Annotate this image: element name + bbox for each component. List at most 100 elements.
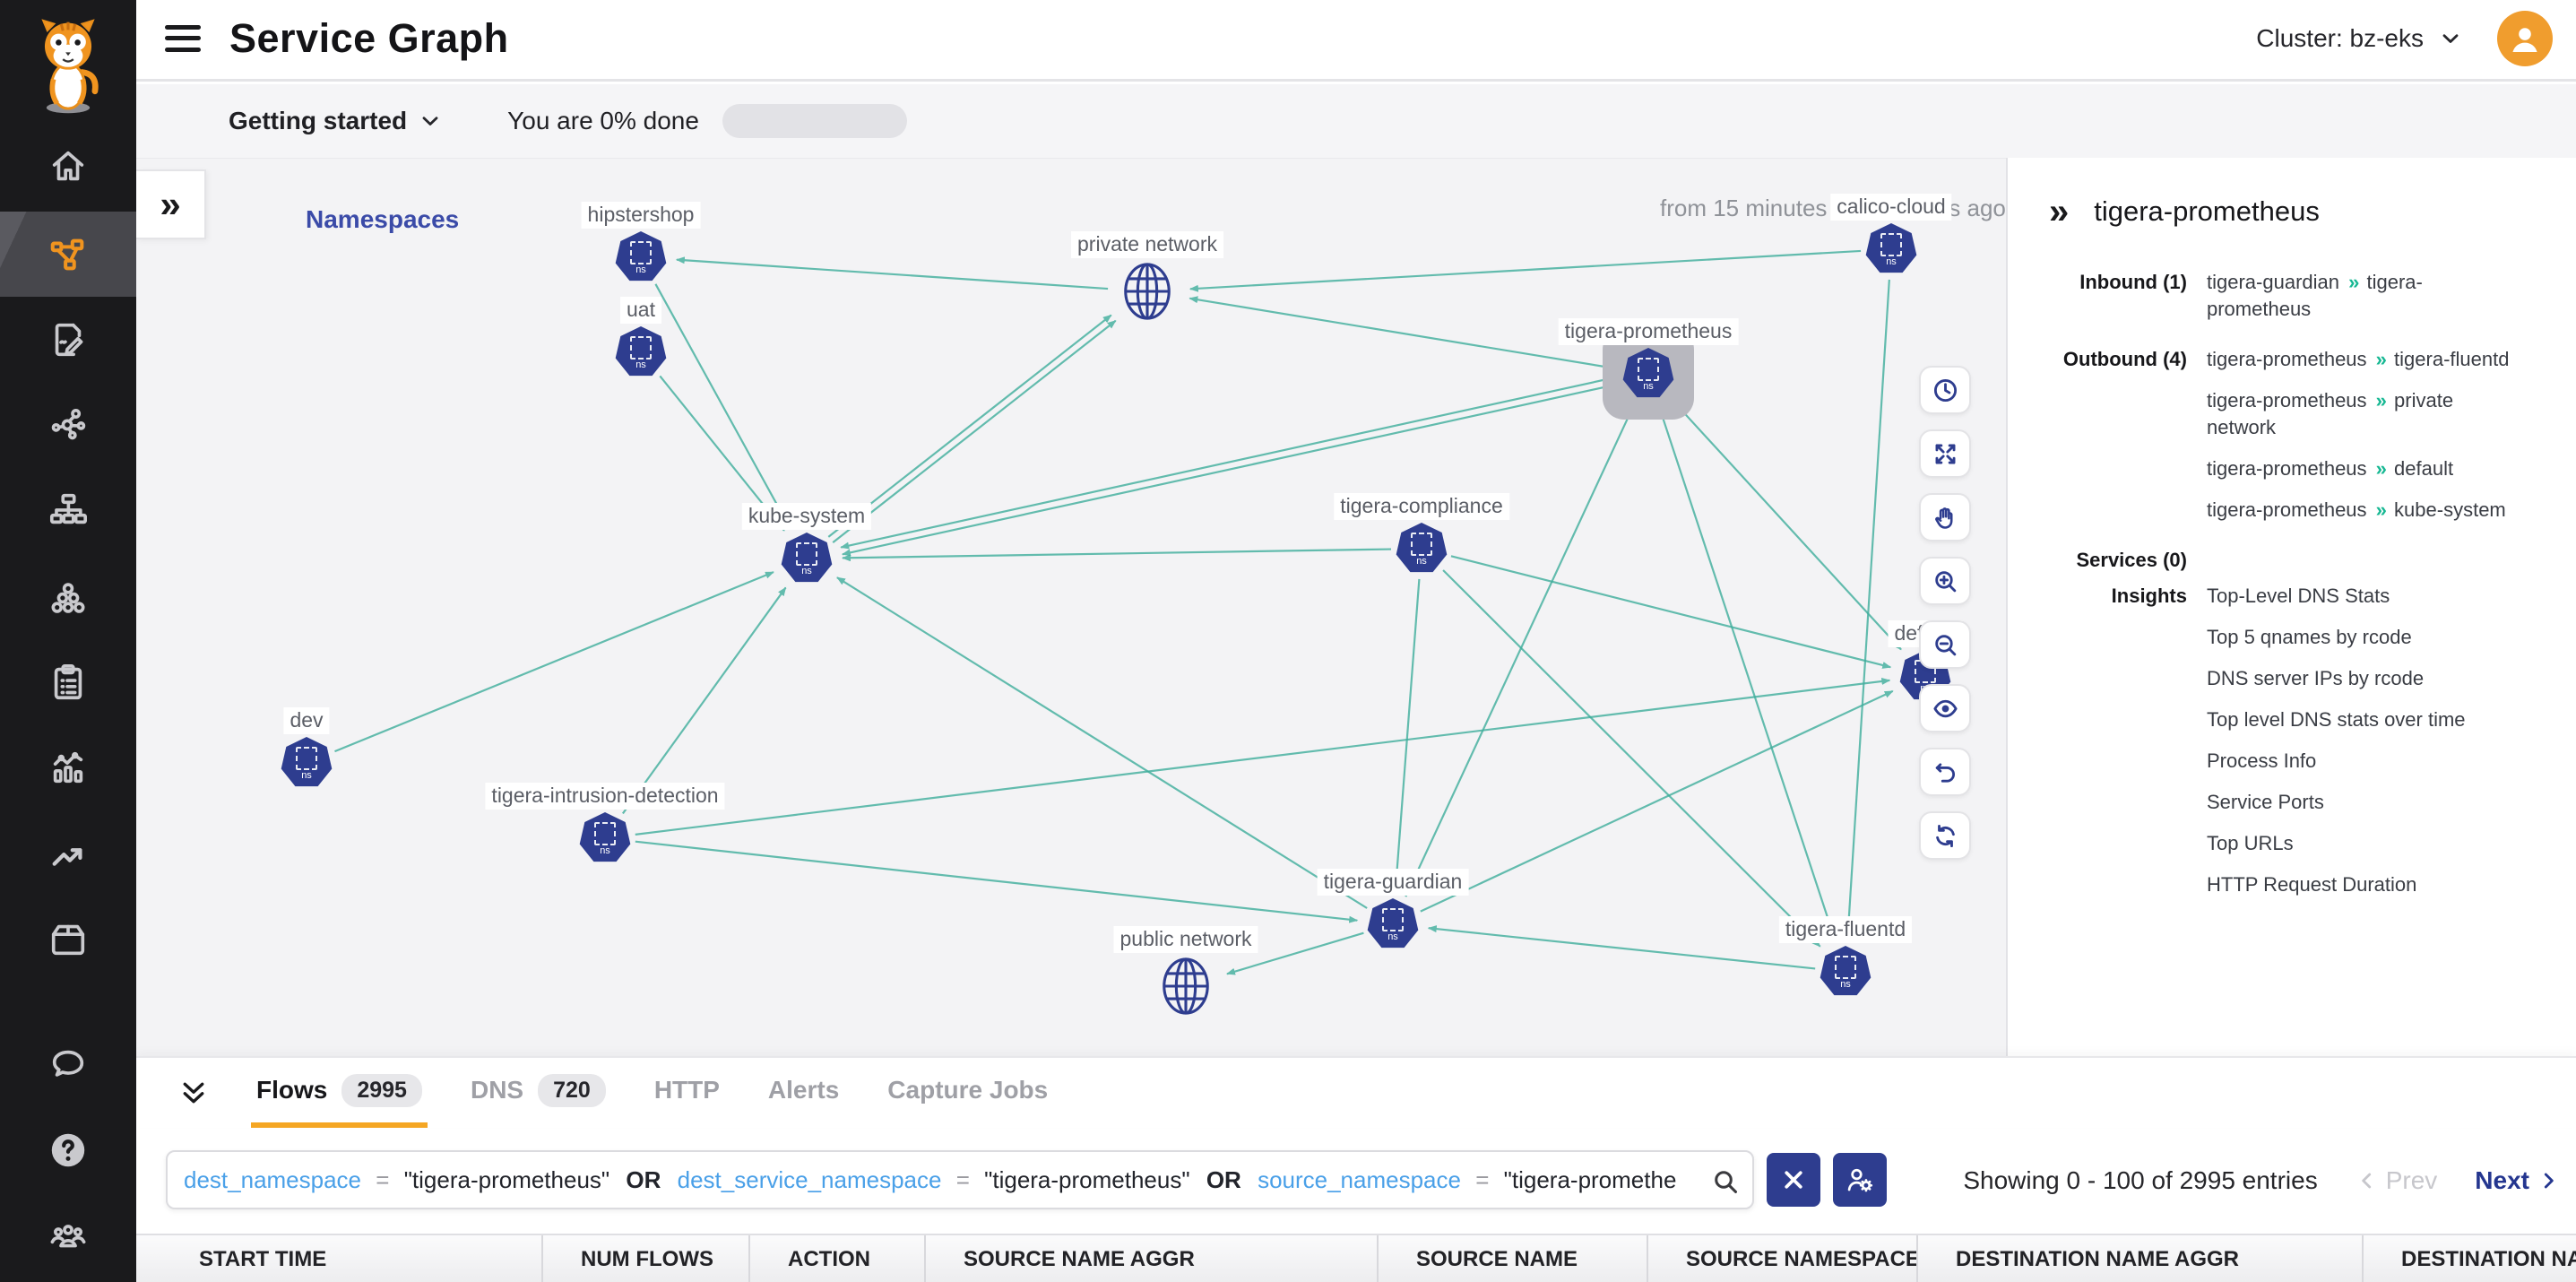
connection-item[interactable]: tigera-prometheus » private network <box>2207 389 2454 438</box>
sidebar-item-activity[interactable] <box>0 813 136 898</box>
column-header-source-name-aggr[interactable]: SOURCE NAME AGGR <box>924 1235 1377 1282</box>
tab-capture-jobs[interactable]: Capture Jobs <box>887 1076 1049 1104</box>
sidebar-item-hierarchy[interactable] <box>0 466 136 551</box>
clock-icon <box>1933 378 1957 402</box>
prev-page-button[interactable]: Prev <box>2356 1166 2437 1195</box>
reports-icon <box>54 663 82 699</box>
graph-legend-expand-button[interactable]: » <box>136 169 206 239</box>
sidebar-item-help[interactable] <box>0 1107 136 1192</box>
connection-item[interactable]: tigera-prometheus » default <box>2207 457 2454 480</box>
search-icon[interactable] <box>1711 1167 1740 1196</box>
user-avatar[interactable] <box>2497 10 2553 66</box>
progress-bar <box>722 104 907 138</box>
clear-query-button[interactable] <box>1767 1153 1820 1207</box>
topbar: Service Graph Cluster: bz-eks <box>136 0 2576 82</box>
node-label-tigera-compliance: tigera-compliance <box>1334 493 1509 520</box>
outbound-label: Outbound (4) <box>2062 348 2187 370</box>
zoom-out-icon <box>1934 634 1956 655</box>
sidebar-item-feedback[interactable] <box>0 1022 136 1107</box>
expand-button[interactable] <box>1919 429 1971 478</box>
insights-label: Insights <box>2111 585 2187 607</box>
insight-item[interactable]: Process Info <box>2207 749 2317 772</box>
graph-heading: Namespaces <box>306 205 460 233</box>
sidebar-item-packages[interactable] <box>0 896 136 981</box>
sidebar-item-users[interactable] <box>0 1193 136 1278</box>
sidebar-item-policies[interactable] <box>0 297 136 382</box>
sidebar-item-service-graph[interactable] <box>0 212 136 297</box>
connection-item[interactable]: tigera-prometheus » kube-system <box>2207 498 2506 521</box>
graph-node-public-network[interactable]: public network <box>1113 926 1258 1015</box>
node-label-uat: uat <box>620 297 661 324</box>
query-token-op: = <box>1475 1165 1490 1193</box>
insight-item[interactable]: Top-Level DNS Stats <box>2207 585 2390 607</box>
clock-button[interactable] <box>1919 366 1971 414</box>
sidebar-item-reports[interactable] <box>0 639 136 724</box>
undo-button[interactable] <box>1919 748 1971 796</box>
tab-alerts[interactable]: Alerts <box>767 1076 840 1104</box>
insight-item[interactable]: Top 5 qnames by rcode <box>2207 626 2412 648</box>
column-header-source-name[interactable]: SOURCE NAME <box>1377 1235 1647 1282</box>
insight-item[interactable]: DNS server IPs by rcode <box>2207 667 2425 689</box>
page-title: Service Graph <box>229 14 509 61</box>
graph-node-private-network[interactable]: private network <box>1071 231 1223 320</box>
showing-entries-text: Showing 0 - 100 of 2995 entries <box>1963 1166 2318 1194</box>
column-header-destination-name[interactable]: DESTINATION NAME <box>2362 1235 2576 1282</box>
pan-hand-button[interactable] <box>1919 493 1971 541</box>
packages-icon <box>51 924 85 955</box>
home-icon <box>52 151 84 180</box>
connection-item[interactable]: tigera-prometheus » tigera-fluentd <box>2207 348 2510 370</box>
zoom-out-button[interactable] <box>1919 620 1971 669</box>
eye-button[interactable] <box>1919 684 1971 732</box>
collapse-panel-icon[interactable] <box>177 1077 210 1109</box>
tigera-mascot-logo <box>41 19 99 114</box>
graph-toolbar <box>1919 366 1971 860</box>
column-header-source-namespace[interactable]: SOURCE NAMESPACE <box>1647 1235 1916 1282</box>
zoom-in-button[interactable] <box>1919 557 1971 605</box>
sidebar-item-dashboard[interactable] <box>0 724 136 810</box>
panel-collapse-icon[interactable]: » <box>2049 192 2070 231</box>
insight-item[interactable]: Top level DNS stats over time <box>2207 708 2466 731</box>
namespace-icon: ns <box>281 737 333 787</box>
column-header-num-flows[interactable]: NUM FLOWS <box>541 1235 748 1282</box>
column-header-start-time[interactable]: START TIME <box>199 1247 327 1271</box>
users-icon <box>50 1224 86 1247</box>
node-label-private-network: private network <box>1071 231 1223 258</box>
clusters-icon <box>51 582 85 613</box>
getting-started-toggle[interactable]: Getting started <box>229 107 408 134</box>
user-gear-icon <box>1847 1168 1873 1192</box>
cluster-selector[interactable]: Cluster: bz-eks <box>2256 23 2424 52</box>
sidebar-item-connections[interactable] <box>0 381 136 466</box>
insight-item[interactable]: Service Ports <box>2207 791 2324 813</box>
expand-icon <box>1935 444 1955 463</box>
sidebar-item-clusters[interactable] <box>0 555 136 640</box>
next-page-button[interactable]: Next <box>2475 1166 2560 1195</box>
hamburger-menu-icon[interactable] <box>163 22 203 55</box>
sidebar-item-home[interactable] <box>0 123 136 208</box>
column-header-action[interactable]: ACTION <box>748 1235 924 1282</box>
connection-item[interactable]: tigera-guardian » tigera-prometheus <box>2207 271 2423 320</box>
tab-http[interactable]: HTTP <box>653 1076 720 1104</box>
flow-query-input[interactable]: dest_namespace = "tigera-prometheus" OR … <box>166 1150 1754 1209</box>
column-header-destination-name-aggr[interactable]: DESTINATION NAME AGGR <box>1916 1235 2362 1282</box>
refresh-button[interactable] <box>1919 811 1971 860</box>
insight-item[interactable]: Top URLs <box>2207 832 2294 854</box>
chevron-down-icon[interactable] <box>2438 26 2463 51</box>
insight-item[interactable]: HTTP Request Duration <box>2207 873 2417 896</box>
chevron-down-icon[interactable] <box>418 108 443 134</box>
query-settings-button[interactable] <box>1833 1153 1887 1207</box>
activity-icon <box>52 847 82 866</box>
chevron-left-icon <box>2361 1173 2371 1189</box>
